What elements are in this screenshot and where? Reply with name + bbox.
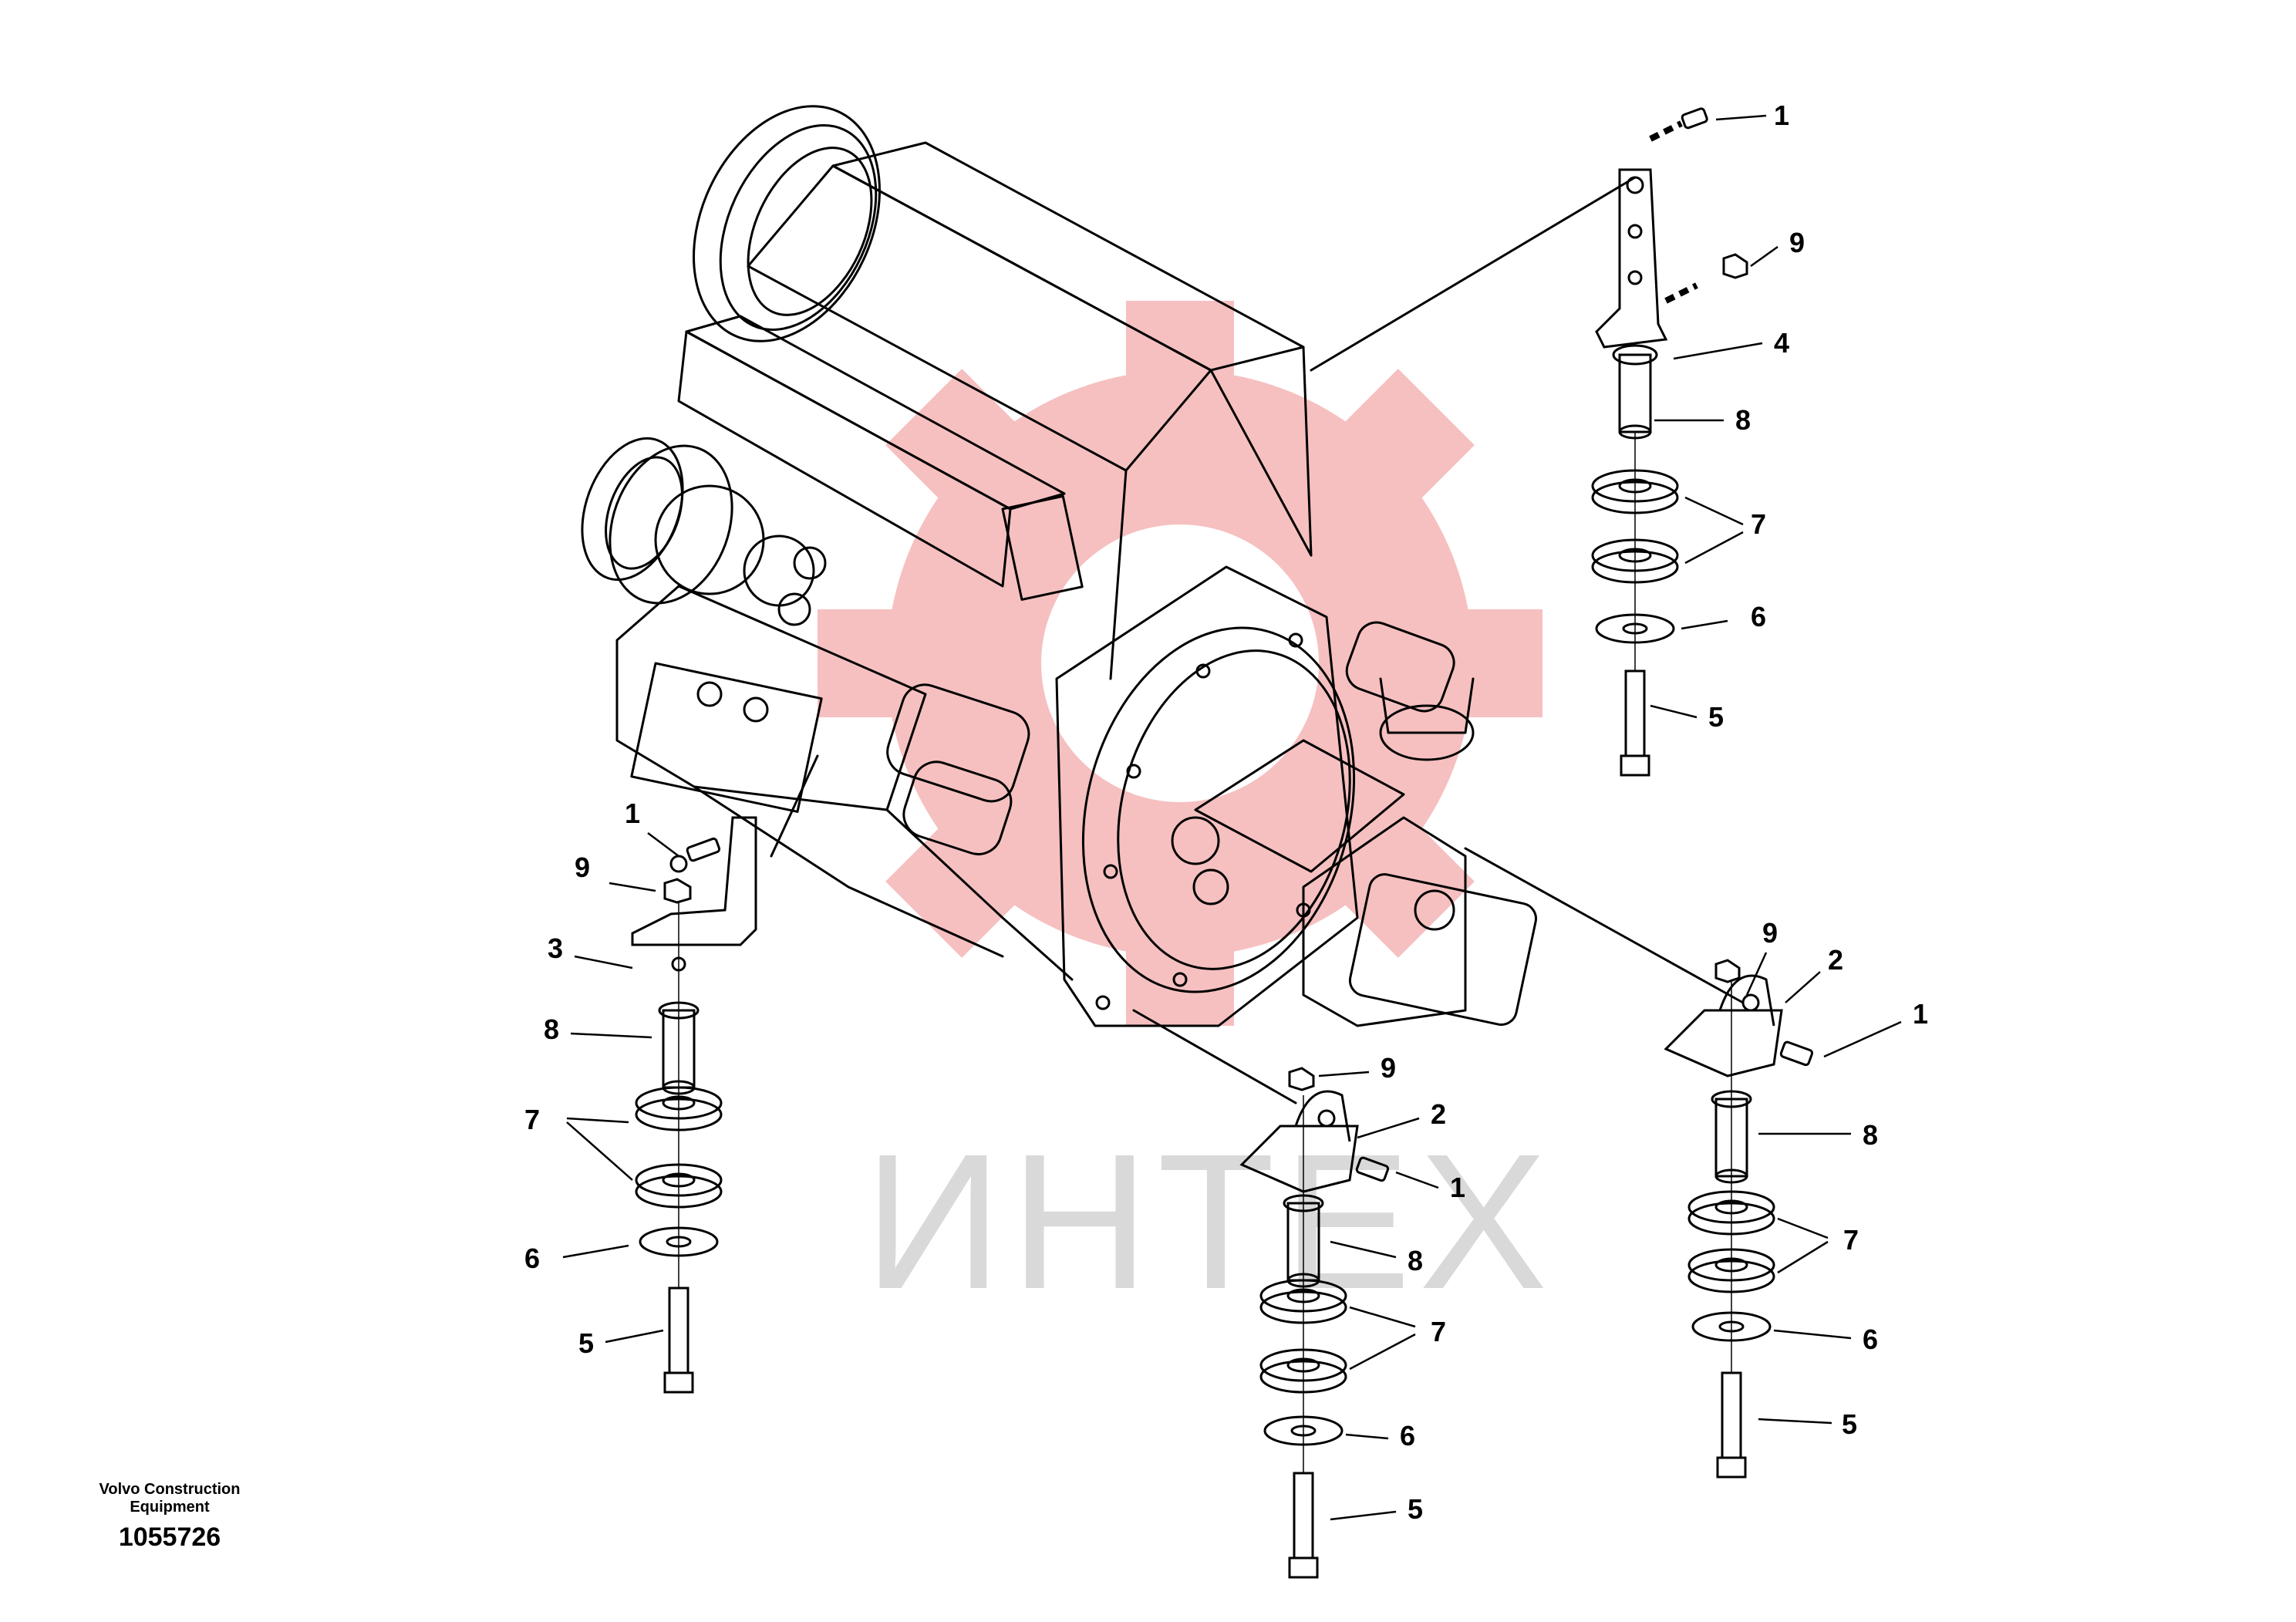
callout-7-top: 7	[1750, 508, 1767, 540]
callout-6-left: 6	[524, 1243, 541, 1274]
caption-line-1: Volvo Construction	[99, 1481, 241, 1498]
engine-pulley	[693, 105, 881, 342]
bracket-a	[1595, 168, 1668, 349]
callout-5-center: 5	[1407, 1493, 1424, 1525]
callout-9-left: 9	[574, 851, 591, 883]
callout-1-center: 1	[1449, 1172, 1466, 1203]
callout-8-right: 8	[1862, 1119, 1879, 1151]
callout-6-right: 6	[1862, 1324, 1879, 1355]
callout-8-center: 8	[1407, 1245, 1424, 1276]
callout-9-top: 9	[1789, 227, 1805, 258]
callout-3-left: 3	[547, 932, 564, 964]
engine-lower	[615, 585, 1074, 981]
diagram-caption: Volvo Construction Equipment 1055726	[62, 1481, 278, 1553]
callout-9-center: 9	[1380, 1052, 1397, 1084]
alternator	[581, 437, 827, 626]
callout-2-right: 2	[1827, 944, 1844, 976]
callout-9-right: 9	[1762, 917, 1778, 949]
bracket-c	[1664, 1009, 1783, 1077]
callout-8-left: 8	[543, 1013, 560, 1045]
callout-7-right: 7	[1843, 1224, 1859, 1256]
mount-stack-c	[1664, 959, 1814, 1479]
callout-7-center: 7	[1430, 1316, 1447, 1347]
hydraulic-pump	[1171, 739, 1537, 1027]
watermark-text: ИНТЕХ	[864, 1114, 1556, 1329]
callout-4-top: 4	[1773, 327, 1790, 359]
callout-6-top: 6	[1750, 601, 1767, 632]
callout-7-left: 7	[524, 1104, 541, 1135]
bracket-d	[1239, 1125, 1359, 1193]
callout-2-center: 2	[1430, 1098, 1447, 1130]
callout-1-left: 1	[624, 798, 641, 829]
callout-5-top: 5	[1708, 701, 1725, 733]
engine-block	[677, 141, 1313, 680]
callout-8-top: 8	[1735, 404, 1752, 436]
callout-5-left: 5	[578, 1327, 595, 1359]
mount-stack-a	[1591, 107, 1748, 777]
elbow-pipe	[1345, 621, 1475, 761]
caption-number: 1055726	[118, 1523, 221, 1552]
callout-leaders	[562, 114, 1902, 1521]
callout-1-right: 1	[1912, 998, 1929, 1030]
callout-6-center: 6	[1399, 1420, 1416, 1452]
bracket-b	[631, 816, 757, 946]
callout-1-top: 1	[1773, 99, 1790, 131]
caption-line-2: Equipment	[130, 1499, 210, 1516]
mount-stack-b	[631, 816, 757, 1394]
mount-stack-d	[1239, 1067, 1390, 1579]
flywheel-housing	[1055, 565, 1359, 1027]
callout-5-right: 5	[1841, 1408, 1858, 1440]
